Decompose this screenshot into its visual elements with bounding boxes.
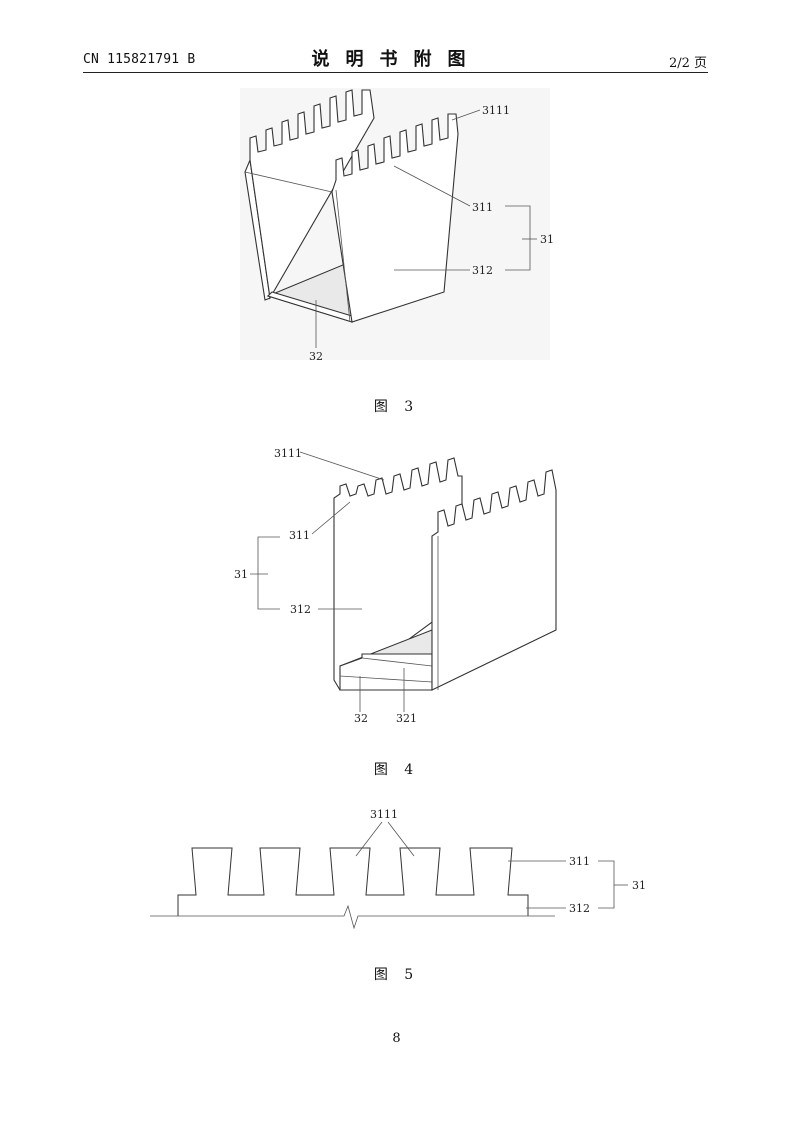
fig3-label-311: 311 [472, 201, 493, 214]
fig4-label-311: 311 [289, 529, 310, 542]
fig4-label-321: 321 [396, 712, 417, 725]
figure-3-caption: 图 3 [373, 399, 420, 415]
header-rule [83, 72, 708, 73]
figure-4-drawing [333, 457, 557, 691]
fig5-label-312: 312 [569, 902, 590, 915]
fig3-label-312: 312 [472, 264, 493, 277]
fig3-label-31: 31 [540, 233, 554, 246]
fig5-label-3111: 3111 [370, 808, 398, 821]
figure-3-drawing [240, 88, 550, 360]
fig5-label-31: 31 [632, 879, 646, 892]
figure-4-caption: 图 4 [373, 762, 420, 778]
fig5-label-311: 311 [569, 855, 590, 868]
figure-4-leaders [250, 451, 405, 712]
page-counter: 2/2 页 [668, 56, 707, 71]
figure-5-caption: 图 5 [373, 967, 420, 983]
patent-number: CN 115821791 B [83, 52, 196, 67]
figure-5-leaders [355, 821, 628, 909]
fig3-label-32: 32 [309, 350, 323, 363]
fig4-label-3111: 3111 [274, 447, 302, 460]
page-number: 8 [392, 1031, 401, 1046]
figure-3-leaders [315, 109, 537, 348]
fig4-label-31: 31 [234, 568, 248, 581]
page-heading: 说明书附图 [311, 49, 482, 70]
figure-5-drawing [150, 847, 555, 930]
fig4-label-312: 312 [290, 603, 311, 616]
fig3-label-3111: 3111 [482, 104, 510, 117]
fig4-label-32: 32 [354, 712, 368, 725]
